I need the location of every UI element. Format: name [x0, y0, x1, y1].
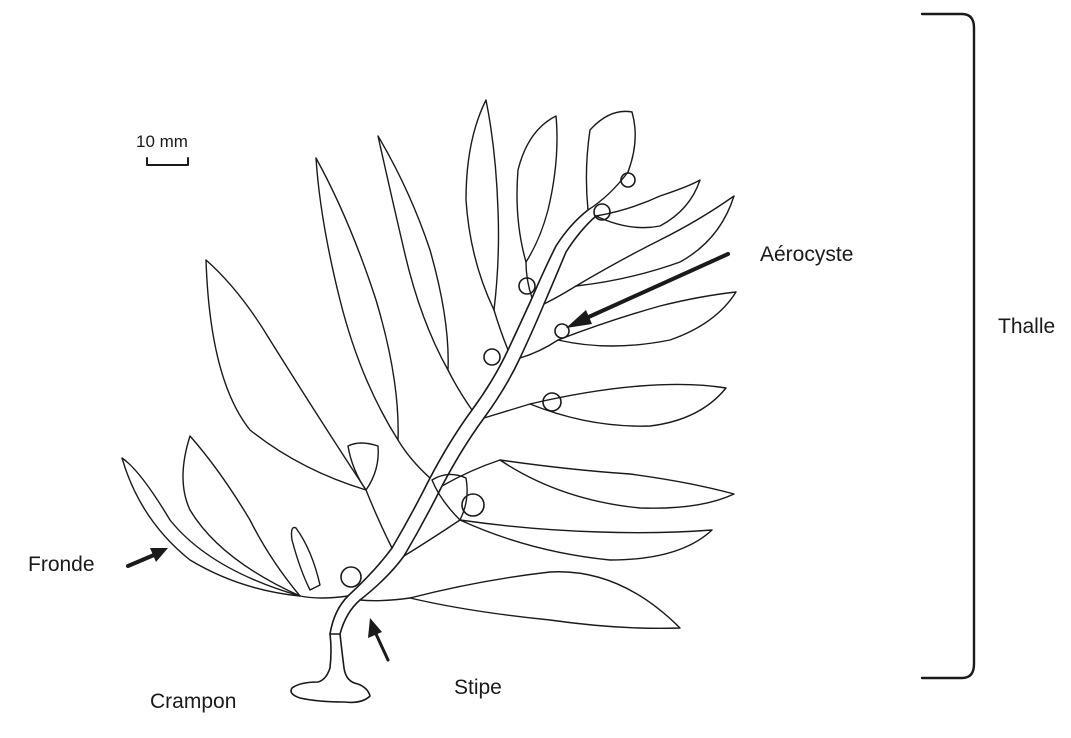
holdfast-label: Crampon [150, 690, 236, 714]
aerocysts [341, 173, 635, 587]
thallus-bracket [922, 14, 974, 678]
scale-bar [147, 158, 188, 165]
branch-lines [300, 262, 576, 601]
stipe-label: Stipe [454, 676, 502, 700]
frond-label: Fronde [28, 553, 95, 577]
stipe-axis [330, 210, 588, 634]
aerocyst-label: Aérocyste [760, 243, 853, 267]
holdfast-shape [291, 634, 370, 702]
fronds [122, 100, 736, 628]
pointer-arrows [128, 254, 728, 660]
scale-bar-label: 10 mm [136, 132, 188, 152]
thallus-label: Thalle [998, 315, 1055, 339]
